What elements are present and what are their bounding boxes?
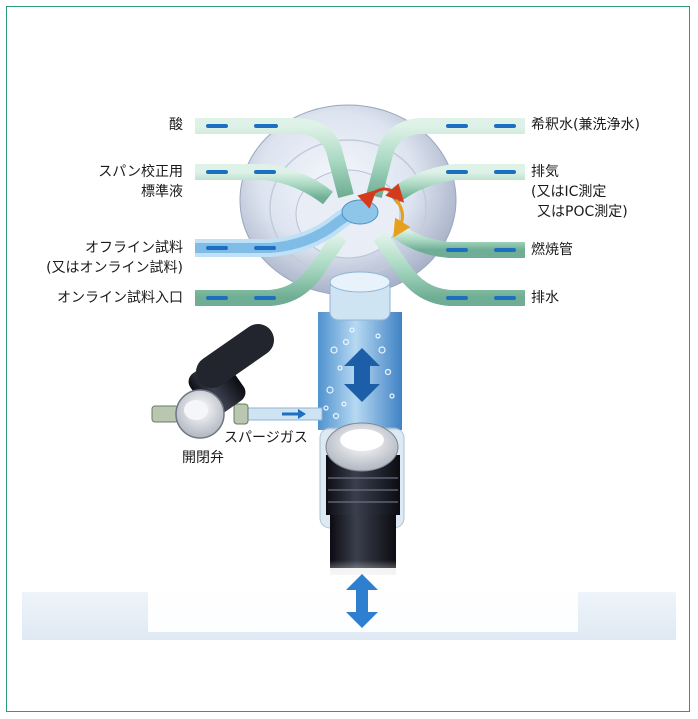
pipe-dilution (366, 118, 525, 199)
diagram-frame (6, 6, 690, 712)
valve-hub (341, 199, 379, 225)
label-sparge-gas: スパージガス (224, 430, 308, 446)
rotation-arrow-red (357, 183, 405, 209)
label-valve: 開閉弁 (182, 450, 224, 466)
label-exhaust-line3: 又はPOC測定) (537, 204, 628, 220)
label-drain: 排水 (531, 290, 559, 306)
rod-updown-arrow (346, 574, 378, 628)
label-span-line2: 標準液 (141, 184, 183, 200)
label-offline-line1: オフライン試料 (85, 240, 183, 256)
barrel-updown-arrow (344, 348, 380, 402)
label-offline-line2: (又はオンライン試料) (46, 260, 183, 276)
label-span-line1: スパン校正用 (98, 164, 183, 180)
label-acid: 酸 (169, 117, 183, 133)
flow-dashes (206, 124, 516, 300)
rotation-arrow-yellow (393, 199, 411, 238)
bubbles (323, 327, 395, 420)
label-dilution: 希釈水(兼洗浄水) (531, 117, 640, 133)
shutoff-valve (175, 324, 274, 439)
pipe-combustion (391, 223, 525, 258)
pipe-acid (195, 118, 354, 199)
label-combustion: 燃焼管 (531, 242, 573, 258)
label-exhaust-line1: 排気 (531, 164, 559, 180)
label-online-inlet: オンライン試料入口 (57, 290, 183, 306)
label-exhaust-line2: (又はIC測定 (531, 184, 607, 200)
